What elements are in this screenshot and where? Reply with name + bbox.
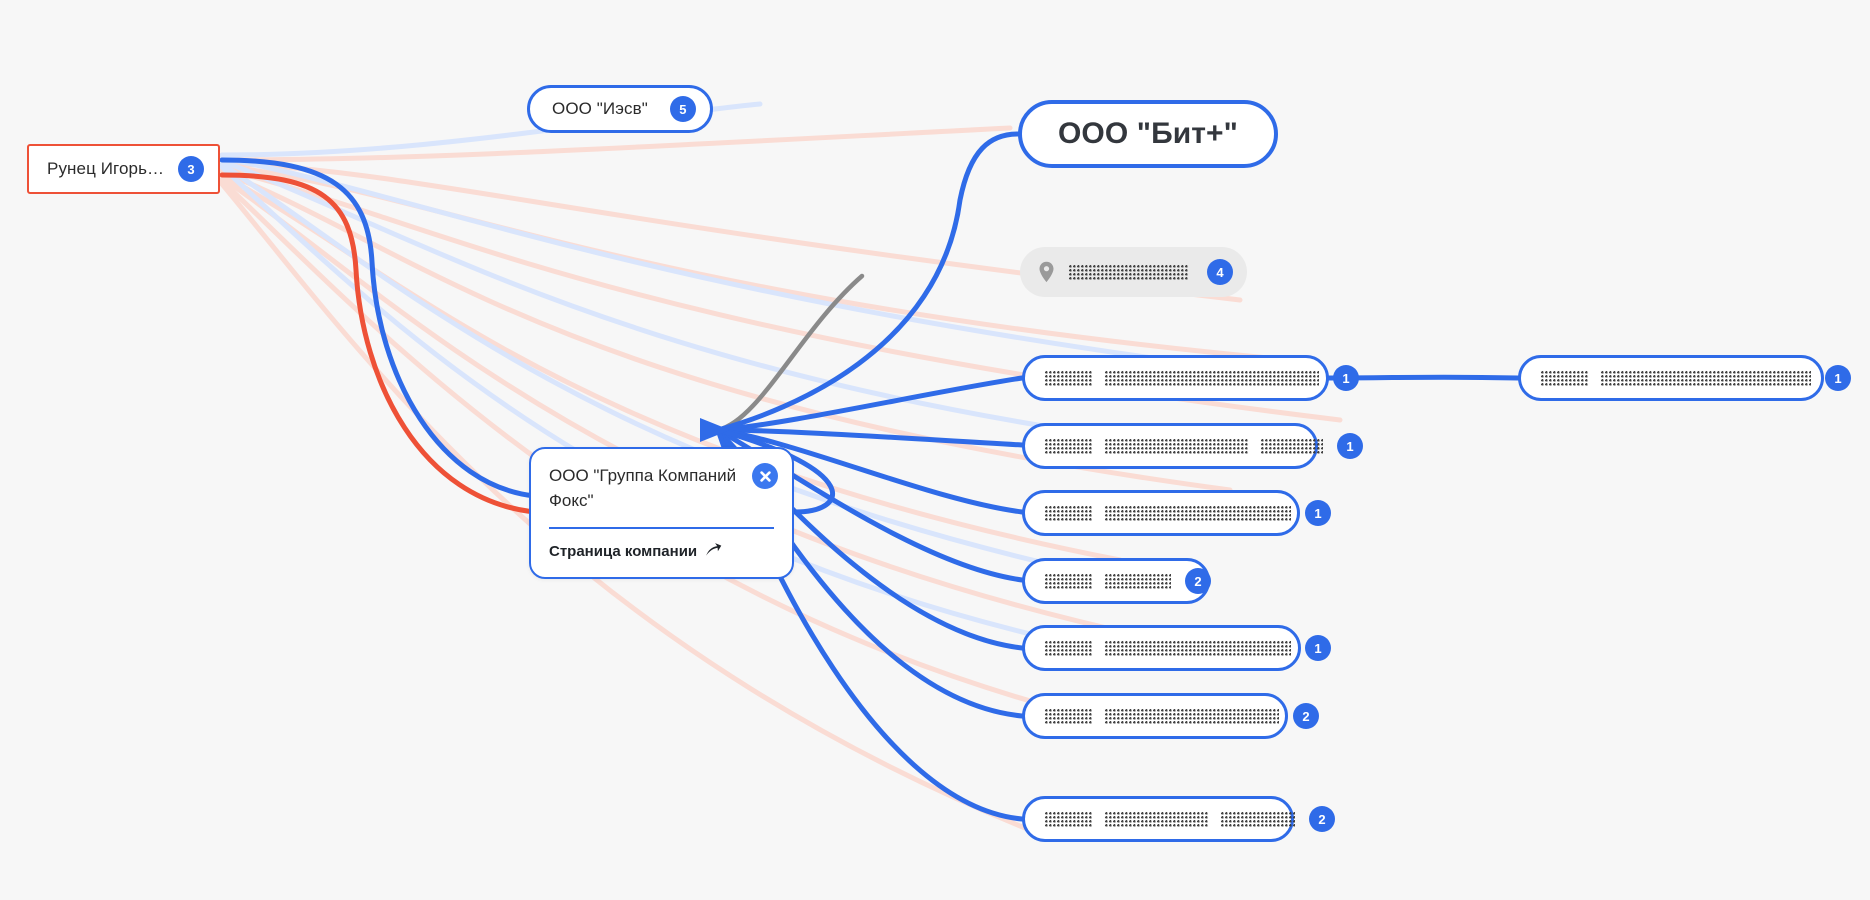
node-redacted-0-badge: 1 bbox=[1333, 365, 1359, 391]
node-redacted-far-right-badge: 1 bbox=[1825, 365, 1851, 391]
node-redacted-1-label bbox=[1045, 436, 1323, 456]
node-redacted-6[interactable]: 2 bbox=[1022, 796, 1335, 842]
redacted-text-bar bbox=[1541, 370, 1589, 387]
node-redacted-2-badge: 1 bbox=[1305, 500, 1331, 526]
node-redacted-0[interactable]: 1 bbox=[1022, 355, 1359, 401]
redacted-text-bar bbox=[1045, 811, 1093, 828]
node-redacted-far-right-label bbox=[1541, 368, 1811, 388]
node-redacted-6-label bbox=[1045, 809, 1295, 829]
redacted-text-bar bbox=[1105, 505, 1291, 522]
redacted-text-bar bbox=[1045, 505, 1093, 522]
node-location-label-redacted bbox=[1069, 262, 1189, 282]
node-redacted-1[interactable]: 1 bbox=[1022, 423, 1363, 469]
node-redacted-5-label bbox=[1045, 706, 1279, 726]
redacted-text-bar bbox=[1105, 370, 1319, 387]
node-company-iesv-badge: 5 bbox=[669, 96, 696, 122]
node-redacted-far-right[interactable]: 1 bbox=[1518, 355, 1851, 401]
external-arrow-icon bbox=[705, 541, 722, 561]
node-redacted-3-badge: 2 bbox=[1185, 568, 1211, 594]
redacted-text-bar bbox=[1105, 438, 1249, 455]
node-person-label: Рунец Игорь… bbox=[47, 159, 165, 178]
redacted-text-bar bbox=[1105, 708, 1279, 725]
node-location[interactable]: 4 bbox=[1020, 247, 1247, 297]
redacted-text-bar bbox=[1045, 370, 1093, 387]
redacted-text-bar bbox=[1069, 264, 1189, 281]
company-tooltip-title: ООО "Группа Компаний Фокс" bbox=[549, 466, 737, 510]
node-person-badge: 3 bbox=[178, 156, 204, 182]
node-redacted-4-label bbox=[1045, 638, 1291, 658]
redacted-text-bar bbox=[1601, 370, 1811, 387]
close-icon[interactable] bbox=[752, 463, 778, 489]
node-location-badge: 4 bbox=[1207, 259, 1233, 285]
node-redacted-2[interactable]: 1 bbox=[1022, 490, 1331, 536]
node-company-iesv-label: ООО "Иэсв" bbox=[552, 99, 648, 118]
company-tooltip-card[interactable]: ООО "Группа Компаний Фокс" Страница комп… bbox=[529, 447, 794, 579]
redacted-text-bar bbox=[1045, 438, 1093, 455]
node-person[interactable]: Рунец Игорь… 3 bbox=[27, 144, 220, 194]
redacted-text-bar bbox=[1221, 811, 1295, 828]
redacted-text-bar bbox=[1105, 573, 1171, 590]
node-company-iesv[interactable]: ООО "Иэсв" 5 bbox=[527, 85, 713, 133]
node-redacted-5-badge: 2 bbox=[1293, 703, 1319, 729]
node-redacted-4-badge: 1 bbox=[1305, 635, 1331, 661]
redacted-text-bar bbox=[1045, 573, 1093, 590]
redacted-text-bar bbox=[1261, 438, 1323, 455]
redacted-text-bar bbox=[1105, 811, 1209, 828]
company-tooltip-divider bbox=[549, 527, 774, 529]
redacted-text-bar bbox=[1105, 640, 1291, 657]
node-redacted-3-label bbox=[1045, 571, 1171, 591]
node-company-bit[interactable]: ООО "Бит+" bbox=[1018, 100, 1279, 168]
map-pin-icon bbox=[1038, 261, 1055, 283]
company-page-link-label: Страница компании bbox=[549, 542, 698, 560]
node-redacted-2-label bbox=[1045, 503, 1291, 523]
node-company-bit-label: ООО "Бит+" bbox=[1058, 117, 1239, 150]
company-page-link[interactable]: Страница компании bbox=[549, 541, 774, 561]
redacted-text-bar bbox=[1045, 708, 1093, 725]
node-redacted-4[interactable]: 1 bbox=[1022, 625, 1331, 671]
node-redacted-5[interactable]: 2 bbox=[1022, 693, 1319, 739]
redacted-text-bar bbox=[1045, 640, 1093, 657]
node-redacted-3[interactable]: 2 bbox=[1022, 558, 1211, 604]
node-redacted-6-badge: 2 bbox=[1309, 806, 1335, 832]
node-redacted-1-badge: 1 bbox=[1337, 433, 1363, 459]
node-redacted-0-label bbox=[1045, 368, 1319, 388]
